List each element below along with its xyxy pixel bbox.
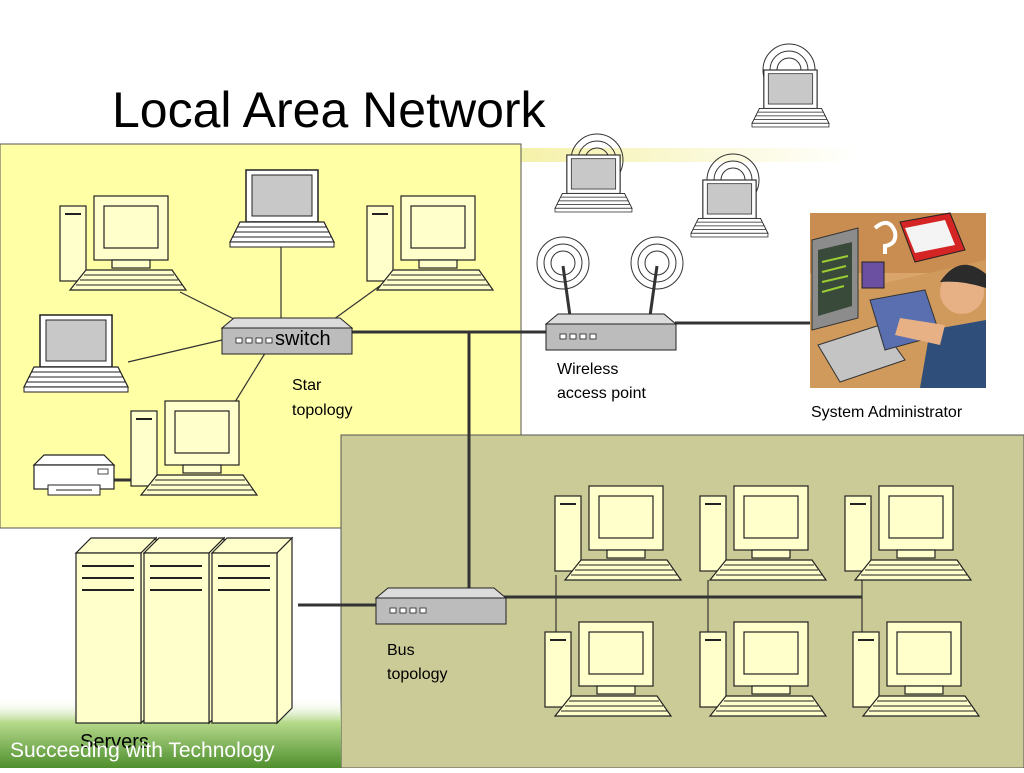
bus-topology-label-line2: topology	[387, 666, 448, 683]
wireless-access-point-icon	[545, 313, 677, 351]
bus-hub-icon	[375, 587, 507, 625]
bus-topology-label-line1: Bus	[387, 642, 415, 659]
laptop-icon	[229, 169, 335, 248]
desktop-computer-icon	[544, 621, 672, 717]
printer-icon	[32, 454, 116, 496]
server-icon	[211, 537, 293, 724]
backbone-cables	[298, 321, 862, 607]
desktop-computer-icon	[130, 400, 258, 496]
wireless-label-line1: Wireless	[557, 361, 618, 378]
laptop-icon	[23, 314, 129, 393]
footer-text: Succeeding with Technology	[10, 739, 275, 762]
desktop-computer-icon	[59, 195, 187, 291]
star-topology-label-line2: topology	[292, 402, 353, 419]
wireless-laptop-icon	[554, 154, 633, 213]
slide-title: Local Area Network	[112, 82, 547, 138]
star-topology-label-line1: Star	[292, 377, 322, 394]
wireless-label-line2: access point	[557, 385, 646, 402]
wireless-laptop-icon	[751, 69, 830, 128]
desktop-computer-icon	[699, 485, 827, 581]
antenna-icon	[536, 236, 684, 317]
switch-label: switch	[275, 328, 331, 350]
desktop-computer-icon	[366, 195, 494, 291]
desktop-computer-icon	[554, 485, 682, 581]
desktop-computer-icon	[852, 621, 980, 717]
star-links	[127, 244, 389, 403]
bus-drops	[555, 575, 863, 635]
system-administrator-label: System Administrator	[811, 404, 963, 421]
wireless-laptop-icon	[690, 179, 769, 238]
desktop-computer-icon	[699, 621, 827, 717]
desktop-computer-icon	[844, 485, 972, 581]
servers-label: Servers	[80, 731, 149, 753]
system-administrator-illustration	[810, 212, 986, 388]
